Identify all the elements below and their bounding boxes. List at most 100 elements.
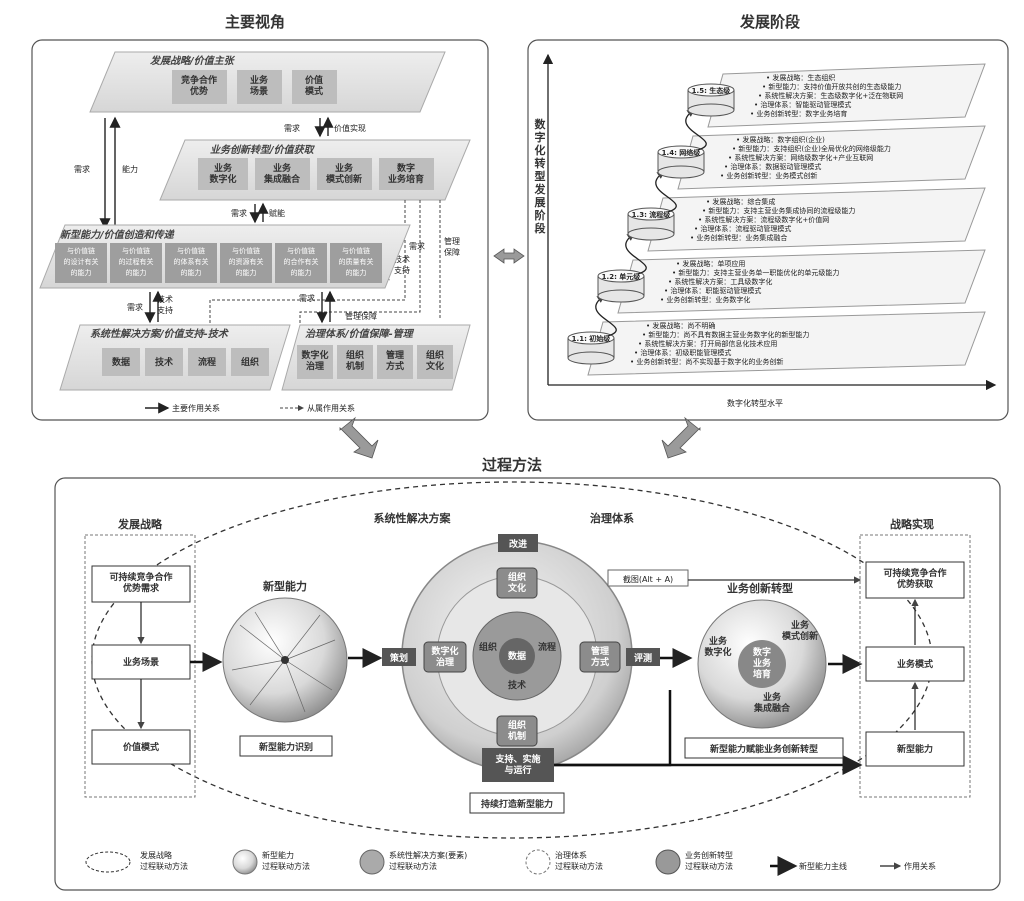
capability-rays [231,611,336,713]
solution-cell [102,348,140,376]
stage-line: • 新型能力：支持主营业务单一职能优化的单元级能力 [672,268,839,277]
innovation-label: 新型能力赋能业务创新转型 [710,743,818,755]
new-capability-label-box [239,735,333,757]
label-demand-4: 需求 [409,241,425,251]
gov-cell-digital [423,641,467,673]
stage-name: 1.1: 初始级 [572,334,612,343]
support-box [482,748,554,782]
legend-solution: 系统性解决方案(要素)过程联动方法 [389,850,467,871]
governance-cell-label: 管理方式 [386,349,404,372]
stage-line: • 新型能力：支持主营业务集成协同的流程级能力 [702,206,855,215]
innovation-cell-label: 业务集成融合 [263,162,301,185]
strategy-column: 发展战略 可持续竞争合作优势需求 业务场景 价值模式 [84,517,196,798]
process-legend: 发展战略过程联动方法 新型能力过程联动方法 系统性解决方案(要素)过程联动方法 … [85,849,936,876]
capability-cell [220,243,272,283]
stage-line: • 发展战略：综合集成 [706,197,775,206]
governance-cell [417,345,453,379]
capability-cell [330,243,382,283]
strategy-box-scene-label: 业务场景 [123,656,159,668]
label-tech-support: 技术支持 [157,294,173,315]
stage-line: • 系统性解决方案：流程级数字化+价值网 [698,215,829,224]
solution-cell [188,348,226,376]
legend-innovation: 业务创新转型过程联动方法 [685,850,733,871]
gov-cell-digital-label: 数字化治理 [431,645,458,668]
governance-cell [377,345,413,379]
innovation-cell-label: 数字业务培育 [388,162,424,185]
stage-cylinder [687,83,735,117]
stage-line: • 业务创新转型：尚不实现基于数字化的业务创新 [630,357,783,366]
label-mgmt-guarantee: 管理保障 [345,311,377,321]
legend-strategy: 发展战略过程联动方法 [140,850,188,871]
stage-line: • 发展战略：生态组织 [766,73,835,82]
continuous-label: 持续打造新型能力 [481,798,553,810]
gov-cell-mechanism [496,715,538,747]
layer-innovation-title: 业务创新转型/价值获取 [210,144,316,156]
legend-relation: 作用关系 [904,861,936,871]
realize-box-capability-label: 新型能力 [897,743,933,755]
strategy-cells: 竞争合作优势 业务场景 价值模式 [172,70,337,104]
stage-cylinder [657,145,705,179]
legend-capability-icon [232,849,258,875]
panel-connectors [339,248,701,459]
stage-line: • 系统性解决方案：生态级数字化+泛在物联网 [758,91,903,100]
stage-transition-arrow [625,233,647,275]
realize-column: 战略实现 可持续竞争合作优势获取 业务模式 新型能力 [859,517,971,798]
stage-transition-arrow [685,109,707,151]
label-demand-2: 需求 [231,208,247,218]
governance-cell-label: 组织机制 [346,349,364,372]
strategy-cell [172,70,227,104]
innovation-title: 业务创新转型 [727,581,793,595]
gov-cell-mechanism-label: 组织机制 [508,719,526,742]
stage-line: • 新型能力：支持组织(企业)全局优化的网络级能力 [732,144,891,153]
stage-line: • 系统性解决方案：打开局部信息化技术应用 [638,339,777,348]
legend-main-relation: 主要作用关系 [172,403,220,413]
stage-name: 1.5: 生态级 [692,86,732,95]
strategy-cell [237,70,282,104]
gov-cell-culture [496,567,538,599]
legend-mainline: 新型能力主线 [799,861,847,871]
capability-cell-label: 与价值链的设计有关的能力 [64,246,99,277]
dotted-links [209,200,441,330]
innovation-cell-label: 业务模式创新 [326,162,362,185]
stage-line: • 发展战略：数字组织(企业) [736,135,825,144]
core-label-tech: 技术 [508,679,526,691]
capability-cell [275,243,327,283]
core-label-org: 组织 [479,641,497,653]
views-panel-title: 主要视角 [225,13,285,31]
solution-cell [231,348,269,376]
plan-label: 策划 [389,652,408,664]
stage-line: • 治理体系：职能驱动管理模式 [664,286,761,295]
strategy-cell-label: 价值模式 [305,74,323,97]
capability-cell-label: 与价值链的体系有关的能力 [174,246,209,277]
solution-cell-label: 流程 [198,356,216,368]
layer-solution-title: 系统性解决方案/价值支持-技术 [90,328,230,340]
layer-governance-title: 治理体系/价值保障-管理 [305,328,415,340]
gov-cell-management-label: 管理方式 [591,645,609,668]
solution-title: 系统性解决方案 [374,511,452,525]
capability-cell [55,243,107,283]
stage-line: • 治理体系：数据驱动管理模式 [724,162,821,171]
stage-line: • 新型能力：尚不具有数据主营业务数字化的新型能力 [642,330,809,339]
governance-cell-label: 组织文化 [425,349,444,372]
realize-box-capability [865,731,965,767]
innovation-item-model: 业务模式创新 [782,619,818,642]
stage-line: • 新型能力：支持价值开放共创的生态级能力 [762,82,901,91]
innovation-cell [317,158,372,190]
innovation-core-label: 数字业务培育 [753,646,772,680]
label-demand: 需求 [284,123,300,133]
stage-line: • 系统性解决方案：网络级数字化+产业互联网 [728,153,873,162]
stage-name: 1.2: 单元级 [602,272,642,281]
stage-cylinder [597,269,645,303]
stages-panel-title: 发展阶段 [739,13,800,31]
solution-circle-group: 系统性解决方案 治理体系 数据 组织 流程 技术 组织文化 数字化治理 管理方式… [374,511,689,814]
stage-line: • 系统性解决方案：工具级数字化 [668,277,772,286]
gov-cell-management [579,641,621,673]
legend-solution-icon [359,849,385,875]
stage-line: • 业务创新转型：业务数字化 [660,295,750,304]
governance-cell [297,345,333,379]
layer-innovation: 业务创新转型/价值获取 业务数字化 业务集成融合 业务模式创新 数字业务培育 [159,139,471,201]
stage-line: • 治理体系：智能驱动管理模式 [754,100,851,109]
stages-x-label: 数字化转型水平 [727,398,783,408]
stage-name: 1.4: 网络级 [662,148,702,157]
